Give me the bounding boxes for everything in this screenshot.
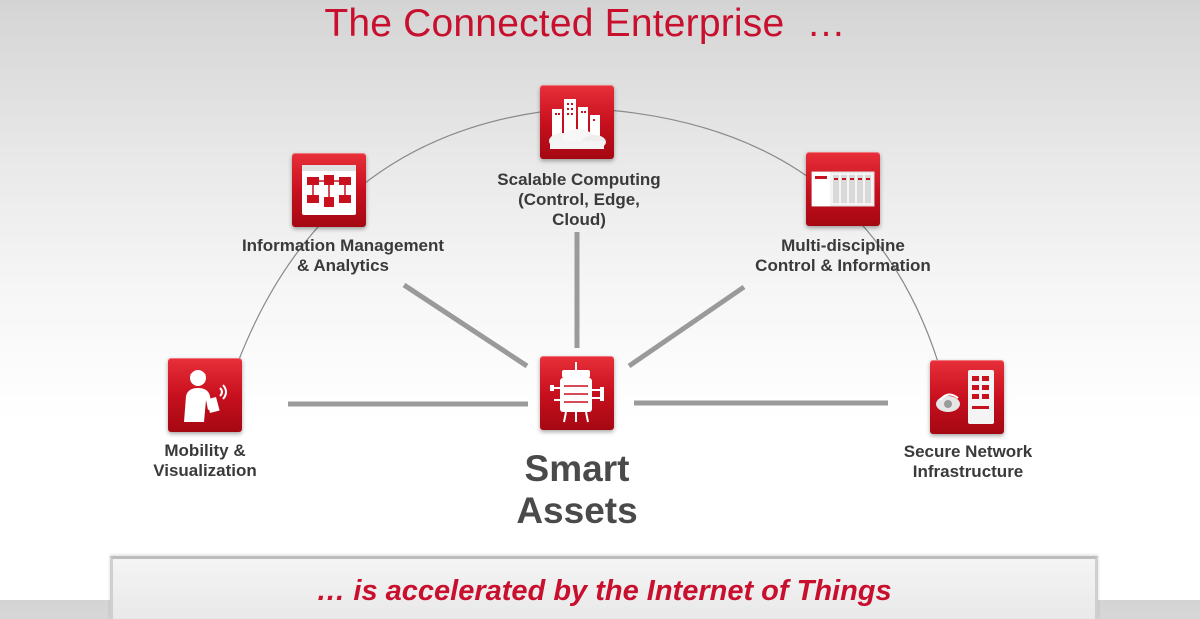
node-label-mobility: Mobility & Visualization xyxy=(153,441,257,480)
controller-rack-icon[interactable] xyxy=(806,152,880,226)
cloud-city-icon[interactable] xyxy=(540,85,614,159)
node-label-multi-discipline: Multi-discipline Control & Information xyxy=(755,236,931,275)
mobile-worker-icon[interactable] xyxy=(168,358,242,432)
node-label-secure-network: Secure Network Infrastructure xyxy=(903,442,1033,481)
connected-enterprise-diagram: The Connected Enterprise … xyxy=(110,2,1098,619)
page-title: The Connected Enterprise … xyxy=(324,2,846,45)
node-label-information-management: Information Management & Analytics xyxy=(241,236,445,275)
footer-banner: … is accelerated by the Internet of Thin… xyxy=(110,556,1098,619)
footer-tagline: … is accelerated by the Internet of Thin… xyxy=(316,575,892,607)
workflow-icon[interactable] xyxy=(292,153,366,227)
smart-asset-icon[interactable] xyxy=(540,356,614,430)
center-label-smart-assets: Smart Assets xyxy=(516,448,638,531)
connector-multi-discipline xyxy=(627,284,746,369)
connector-info-mgmt xyxy=(402,282,529,369)
network-switch-icon[interactable] xyxy=(930,360,1004,434)
node-label-scalable-computing: Scalable Computing (Control, Edge, Cloud… xyxy=(497,170,661,229)
